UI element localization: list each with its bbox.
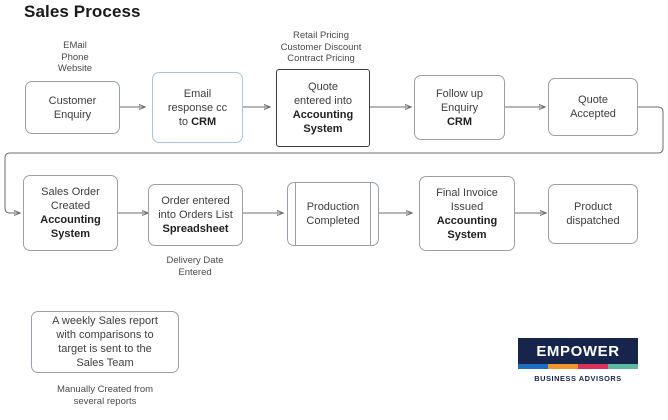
node-line: Product bbox=[574, 201, 612, 213]
annotation-delivery-date: Delivery Date Entered bbox=[140, 255, 250, 278]
annotation-line-email: EMail bbox=[63, 40, 87, 51]
node-order-entered-orders-list-spreadsheet[interactable]: Order entered into Orders List Spreadshe… bbox=[148, 184, 243, 246]
node-line: Final Invoice bbox=[436, 186, 498, 199]
page-title: Sales Process bbox=[24, 2, 141, 21]
annotation-line-retail-pricing: Retail Pricing bbox=[293, 30, 349, 41]
logo-stripe-blue bbox=[518, 364, 548, 369]
node-email-response-cc-crm[interactable]: Email response cc to CRM bbox=[152, 72, 243, 143]
logo-wordmark: EMPOWER bbox=[536, 342, 620, 360]
node-line: System bbox=[303, 123, 343, 135]
annotation-line-entered: Entered bbox=[178, 266, 212, 278]
node-line: target is sent to the bbox=[58, 343, 152, 355]
node-sales-order-created-accounting-system[interactable]: Sales Order Created Accounting System bbox=[23, 175, 118, 251]
node-line: A weekly Sales report bbox=[52, 315, 158, 327]
node-line: Order entered bbox=[161, 195, 230, 207]
node-line: with comparisons to bbox=[56, 329, 154, 341]
node-line: response cc bbox=[167, 101, 228, 114]
annotation-line-customer-discount: Customer Discount bbox=[280, 41, 362, 53]
node-line: Accounting bbox=[292, 109, 354, 121]
annotation-line-website: Website bbox=[57, 63, 93, 74]
node-line: Accounting bbox=[436, 214, 498, 227]
annotation-line-contract-pricing: Contract Pricing bbox=[287, 53, 355, 64]
logo-stripe-teal bbox=[608, 364, 638, 369]
node-line: Sales Order bbox=[41, 186, 100, 198]
node-line: Follow up bbox=[435, 87, 484, 100]
node-line: Accepted bbox=[570, 108, 616, 120]
node-quote-accepted[interactable]: Quote Accepted bbox=[548, 78, 638, 136]
node-final-invoice-accounting-system[interactable]: Final Invoice Issued Accounting System bbox=[419, 176, 515, 251]
node-line: Completed bbox=[306, 215, 360, 227]
logo-stripe-crimson bbox=[578, 364, 608, 369]
node-line: to CRM bbox=[178, 115, 217, 128]
connector-wrap-row1-to-row2 bbox=[4, 106, 664, 213]
annotation-line-phone: Phone bbox=[61, 51, 89, 63]
annotation-line-manually-created: Manually Created from bbox=[56, 384, 154, 395]
empower-logo: EMPOWER BUSINESS ADVISORS bbox=[518, 338, 638, 383]
logo-tagline: BUSINESS ADVISORS bbox=[534, 374, 622, 383]
node-line: dispatched bbox=[566, 215, 620, 227]
node-product-dispatched[interactable]: Product dispatched bbox=[548, 184, 638, 244]
node-line: entered into bbox=[293, 95, 353, 107]
node-weekly-sales-report[interactable]: A weekly Sales report with comparisons t… bbox=[31, 311, 179, 373]
node-follow-up-enquiry-crm[interactable]: Follow up Enquiry CRM bbox=[414, 75, 505, 140]
node-line: Spreadsheet bbox=[162, 223, 229, 235]
node-line: Quote bbox=[578, 94, 608, 106]
node-production-completed[interactable]: Production Completed bbox=[287, 182, 379, 246]
node-line: Email bbox=[183, 87, 212, 100]
logo-color-stripe bbox=[518, 364, 638, 369]
annotation-line-delivery-date: Delivery Date bbox=[166, 255, 224, 266]
node-line: System bbox=[50, 228, 91, 240]
node-line: Issued bbox=[450, 200, 484, 213]
node-line: Production bbox=[306, 201, 360, 213]
node-line: Accounting bbox=[40, 214, 101, 226]
node-line: CRM bbox=[446, 115, 473, 128]
node-line: Enquiry bbox=[440, 101, 479, 114]
annotation-pricing-inputs: Retail Pricing Customer Discount Contrac… bbox=[265, 30, 377, 65]
node-line: Quote bbox=[308, 81, 338, 93]
logo-stripe-orange bbox=[548, 364, 578, 369]
node-line: Sales Team bbox=[76, 357, 134, 369]
annotation-line-several-reports: several reports bbox=[73, 395, 137, 407]
node-line: Created bbox=[50, 200, 91, 212]
annotation-report-source: Manually Created from several reports bbox=[30, 384, 180, 407]
node-line: Enquiry bbox=[53, 108, 92, 121]
node-customer-enquiry[interactable]: Customer Enquiry bbox=[25, 81, 120, 134]
node-quote-entered-accounting-system[interactable]: Quote entered into Accounting System bbox=[276, 69, 370, 147]
annotation-enquiry-channels: EMail Phone Website bbox=[30, 40, 120, 75]
node-line: System bbox=[447, 228, 487, 241]
node-line: into Orders List bbox=[158, 209, 233, 221]
logo-wordmark-block: EMPOWER bbox=[518, 338, 638, 364]
node-line: Customer bbox=[48, 94, 97, 107]
